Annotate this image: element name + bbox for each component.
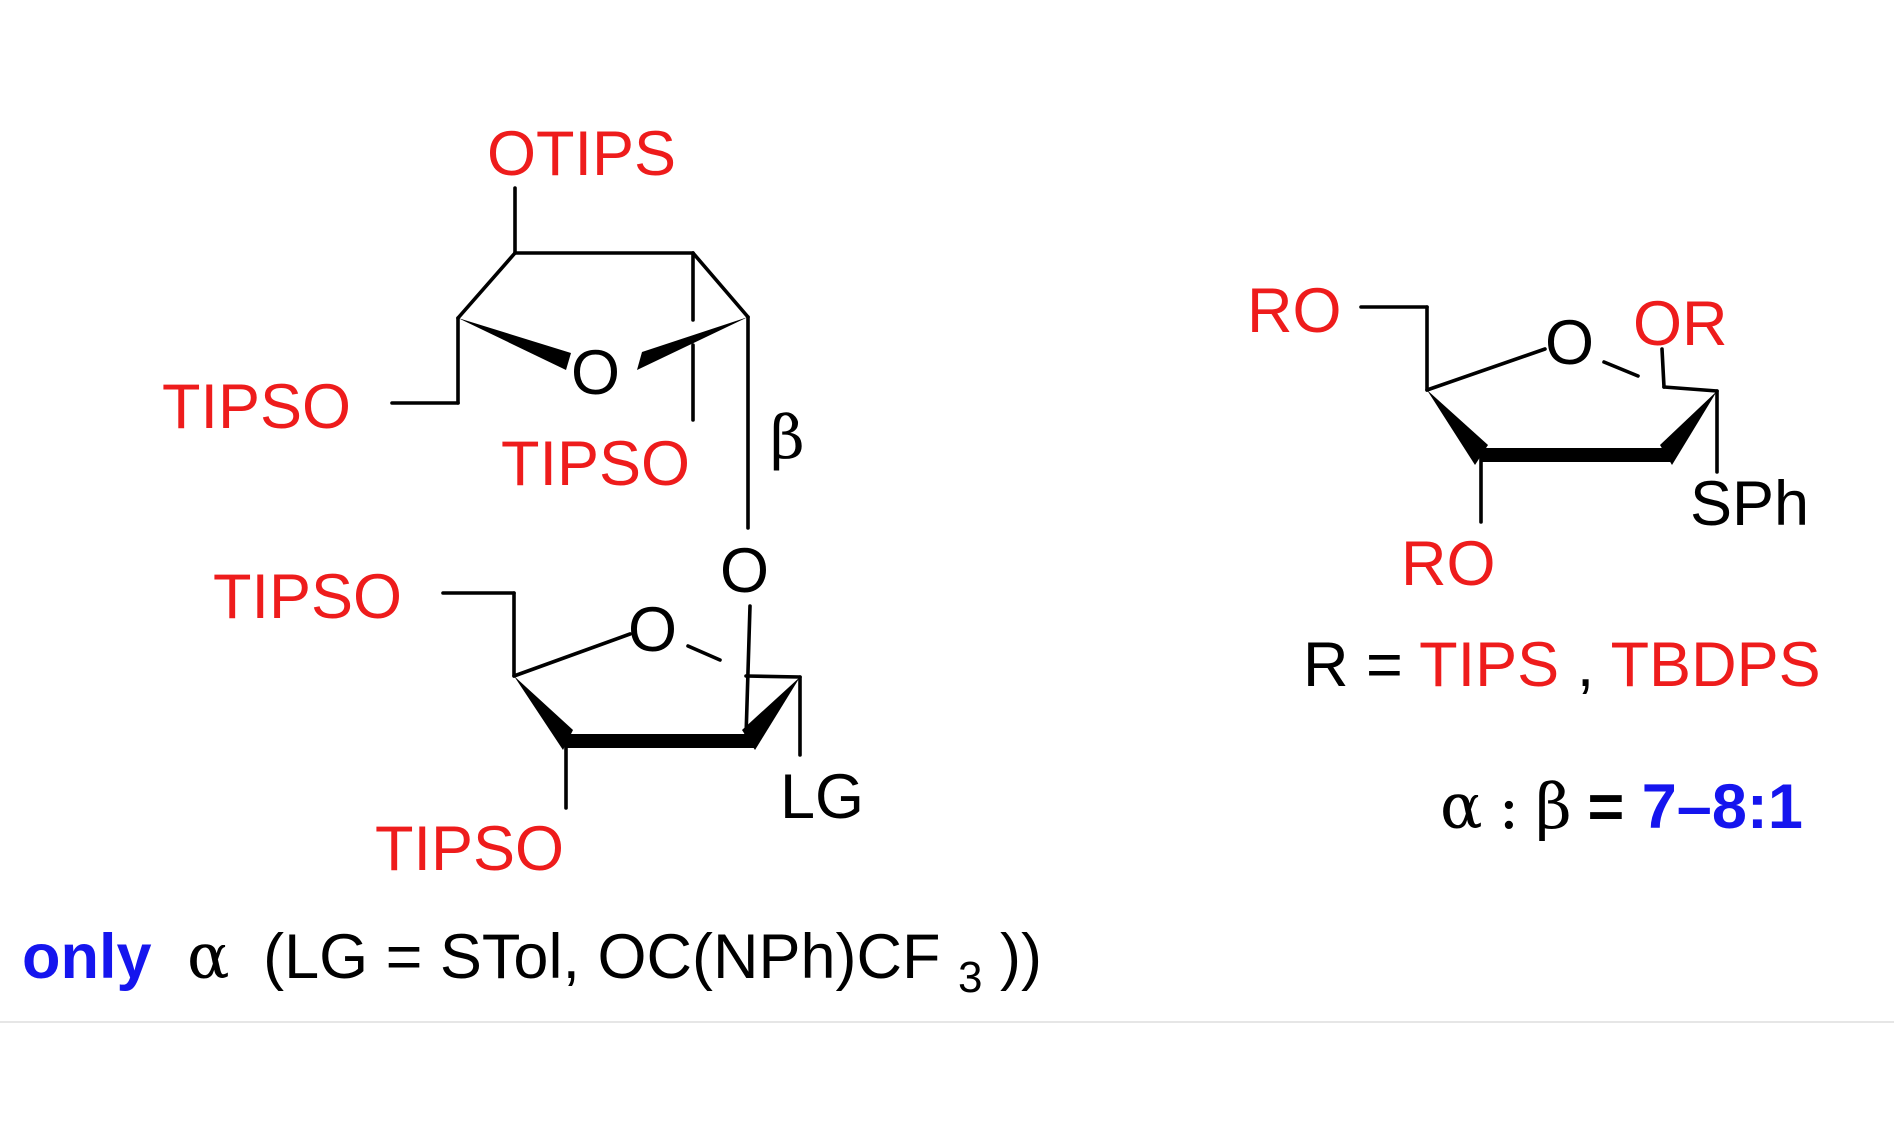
ratio-colon: : — [1498, 770, 1519, 843]
o-link-label: O — [720, 536, 769, 606]
top-ring-wedge-left — [458, 318, 571, 370]
r-comma: , — [1577, 630, 1611, 700]
ro-c3-label: RO — [1401, 529, 1496, 599]
bottom-ring-wedge-left — [514, 676, 573, 750]
caption-close: )) — [1000, 922, 1042, 992]
cf3-subscript: 3 — [958, 953, 982, 1002]
beta-label: β — [770, 403, 805, 473]
o-ring-right-label: O — [1545, 308, 1594, 378]
tipso-c5-bottom-label: TIPSO — [213, 562, 402, 632]
bottom-ring-wedge-right — [742, 677, 800, 750]
sph-label: SPh — [1690, 469, 1809, 539]
ratio-alpha: α — [1440, 770, 1483, 843]
o-ring-top-label: O — [571, 338, 620, 408]
bottom-ring-bonds — [441, 591, 802, 810]
right-ring-bonds — [1359, 305, 1719, 524]
r-equals: R = — [1303, 630, 1419, 700]
anomeric-ratio: α : β = 7–8:1 — [1440, 770, 1803, 843]
only-emphasis: only — [22, 922, 152, 992]
right-ring-wedge-left — [1427, 390, 1488, 465]
ro-c5-label: RO — [1247, 276, 1342, 346]
o-ring-bottom-label: O — [628, 595, 677, 665]
ratio-equals: = — [1587, 772, 1641, 842]
top-ring-bonds — [390, 186, 750, 530]
alpha-symbol: α — [187, 920, 230, 993]
left-caption: only α (LG = STol, OC(NPh)CF 3 )) — [22, 920, 1042, 1006]
lg-definition: (LG = STol, OC(NPh)CF — [263, 922, 940, 992]
right-ring-wedge-right — [1660, 391, 1717, 465]
tipso-ring-label: TIPSO — [501, 429, 690, 499]
r-definition: R = TIPS , TBDPS — [1303, 630, 1821, 700]
ratio-beta: β — [1535, 770, 1571, 843]
left-disaccharide: OTIPS TIPSO O TIPSO β O TIPSO O LG TIPSO… — [22, 119, 1042, 1006]
r-tips: TIPS — [1419, 630, 1559, 700]
tipso-c3-bottom-label: TIPSO — [375, 814, 564, 884]
r-tbdps: TBDPS — [1611, 630, 1821, 700]
top-ring-wedge-right — [637, 317, 748, 370]
lg-label: LG — [780, 762, 864, 832]
ratio-value: 7–8:1 — [1642, 772, 1803, 842]
tipso-left-label: TIPSO — [162, 372, 351, 442]
or-c2-label: OR — [1633, 289, 1728, 359]
right-thioglycoside: RO O OR SPh RO R = TIPS , TBDPS α : β = … — [1247, 276, 1821, 843]
otips-top-label: OTIPS — [487, 119, 676, 189]
